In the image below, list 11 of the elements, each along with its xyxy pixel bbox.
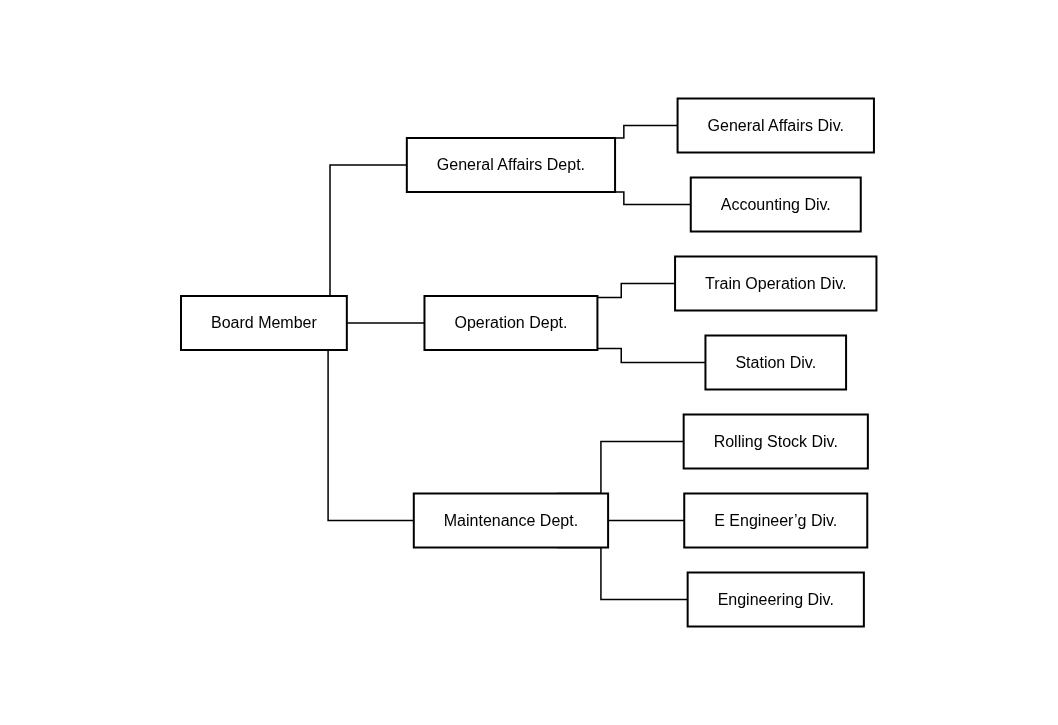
- node-box: E Engineer’g Div.: [683, 492, 869, 549]
- node-box: Board Member: [180, 295, 349, 351]
- node-box: Train Operation Div.: [674, 255, 878, 312]
- node-box: Maintenance Dept.: [413, 492, 610, 549]
- node-box: Rolling Stock Div.: [682, 413, 870, 470]
- node-box: Station Div.: [704, 334, 848, 391]
- node-box: General Affairs Div.: [676, 97, 876, 154]
- node-box: General Affairs Dept.: [406, 137, 617, 193]
- node-box: Engineering Div.: [686, 571, 866, 628]
- node-box: Operation Dept.: [423, 295, 599, 351]
- node-box: Accounting Div.: [690, 176, 862, 233]
